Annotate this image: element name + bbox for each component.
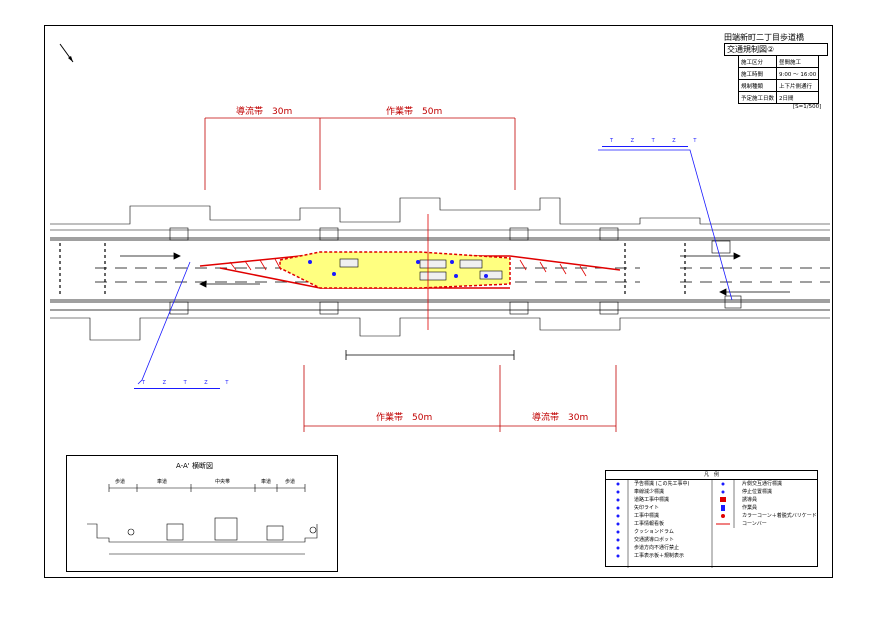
cross-section-inset: A-A' 横断図 歩道 車道 中央帯 車道 歩道 bbox=[66, 455, 338, 572]
taper-hatching bbox=[229, 258, 587, 277]
legend-item: 矢印ライト bbox=[634, 505, 660, 511]
traffic-arrows bbox=[120, 252, 790, 296]
buildings-top bbox=[50, 197, 830, 231]
drawing-title: 田端新町二丁目歩道橋 bbox=[724, 33, 804, 42]
inset-title: A-A' 横断図 bbox=[176, 462, 213, 470]
sign-group-top-right bbox=[602, 146, 688, 147]
legend-item: 交通誘導ロボット bbox=[634, 537, 675, 543]
legend-item: 作業員 bbox=[742, 505, 758, 511]
legend-item: 予告標識 (この先工事中) bbox=[634, 481, 690, 487]
legend-item: カラーコーン＋着脱式バリケード bbox=[742, 513, 817, 519]
legend-item: 道路工事中標識 bbox=[634, 497, 670, 503]
sign-leaders bbox=[137, 149, 733, 385]
work-zone bbox=[279, 251, 511, 289]
section-label: 車道 bbox=[157, 479, 168, 485]
sign-group-label-top: T Z T Z T bbox=[610, 138, 705, 144]
legend-item: 停止位置標識 bbox=[742, 489, 773, 495]
dim-bottom-work: 作業帯 50m bbox=[376, 413, 433, 423]
legend-symbols bbox=[616, 479, 735, 568]
section-label: 車道 bbox=[261, 479, 272, 485]
legend-item: 車線減少標識 bbox=[634, 489, 665, 495]
scale-label: [S=1/500] bbox=[793, 104, 822, 110]
sign-group-bottom-left bbox=[134, 388, 220, 389]
legend-item: 工事中標識 bbox=[634, 513, 660, 519]
legend-item: コーンバー bbox=[742, 521, 767, 527]
north-arrow-icon bbox=[59, 43, 74, 63]
buildings-bottom bbox=[50, 317, 830, 341]
work-vehicles bbox=[339, 258, 503, 281]
cross-section-drawing bbox=[87, 484, 318, 555]
crosswalks bbox=[59, 243, 686, 297]
section-label: 中央帯 bbox=[215, 479, 231, 485]
legend-item: 歩道方向不通行禁止 bbox=[634, 545, 680, 551]
bottom-dimensions bbox=[303, 365, 617, 432]
dim-top-guide: 導流帯 30m bbox=[236, 107, 293, 117]
legend-item: 誘導員 bbox=[742, 497, 758, 503]
drawing-frame bbox=[44, 25, 833, 578]
top-dimensions bbox=[204, 117, 516, 190]
section-label: 歩道 bbox=[285, 479, 296, 485]
dim-bottom-guide: 導流帯 30m bbox=[532, 413, 589, 423]
legend-item: クッションドラム bbox=[634, 529, 674, 535]
dim-top-work: 作業帯 50m bbox=[386, 107, 443, 117]
legend-item: 片側交互通行標識 bbox=[742, 481, 783, 487]
legend-item: 工事情報看板 bbox=[634, 521, 665, 527]
legend-heading: 凡 例 bbox=[606, 471, 817, 480]
section-label: 歩道 bbox=[115, 479, 126, 485]
sign-group-label-bottom: T Z T Z T bbox=[142, 380, 237, 386]
construction-span bbox=[345, 350, 515, 360]
worker-markers bbox=[308, 260, 488, 278]
pedestrian-bridge-piers bbox=[169, 227, 742, 315]
legend-item: 工事表示板＋規制表示 bbox=[634, 553, 685, 559]
legend: 凡 例 予告標識 (この先工事中) 車線減少標識 道路工事中標識 矢印ライト 工… bbox=[605, 470, 818, 568]
